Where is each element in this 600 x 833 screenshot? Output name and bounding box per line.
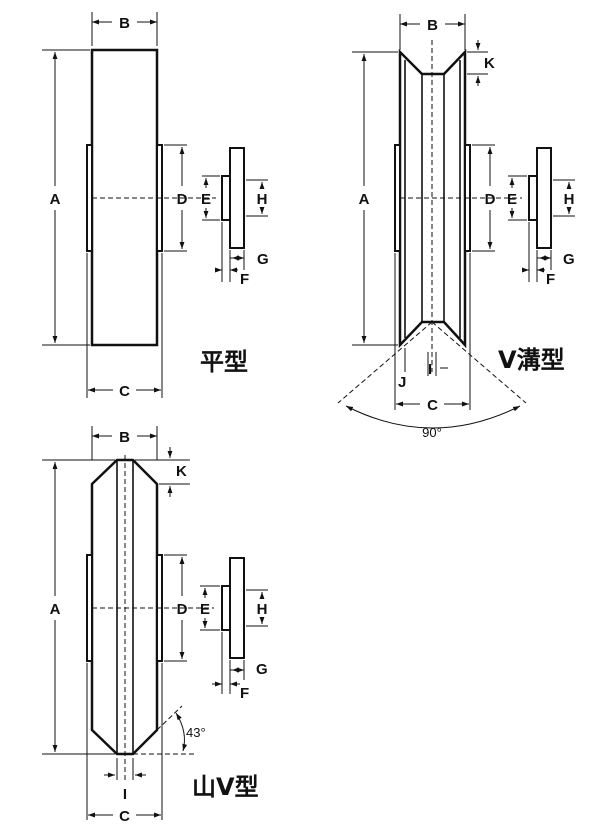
vgroove-label-i: I — [428, 361, 432, 378]
vgroove-label-d: D — [485, 191, 496, 208]
mountain-v-wheel-figure: B K A D 43° — [42, 426, 268, 825]
flat-type-title: 平型 — [200, 348, 248, 376]
flat-bearing-inner — [221, 175, 231, 221]
v-groove-wheel-figure: B K A D 90° — [337, 14, 575, 440]
vgroove-label-h: H — [564, 191, 575, 208]
flat-label-g: G — [257, 251, 269, 268]
vgroove-label-f: F — [546, 271, 555, 288]
flat-label-a: A — [50, 191, 61, 208]
vgroove-label-j: J — [398, 374, 406, 391]
mountainv-bearing-inner — [221, 585, 231, 631]
vgroove-label-k: K — [484, 55, 495, 72]
vgroove-label-c: C — [427, 397, 438, 414]
flat-label-f: F — [240, 271, 249, 288]
vgroove-label-a: A — [359, 191, 370, 208]
flat-label-b: B — [119, 15, 130, 32]
vgroove-label-e: E — [507, 191, 517, 208]
mountainv-label-b: B — [119, 429, 130, 446]
mountainv-type-title: 山V型 — [192, 773, 259, 801]
vgroove-bearing-inner — [528, 175, 538, 221]
flat-bearing-outer — [229, 147, 245, 249]
vgroove-label-g: G — [563, 251, 575, 268]
mountainv-label-a: A — [50, 601, 61, 618]
mountainv-bearing-outer — [229, 557, 245, 659]
mountainv-label-g: G — [256, 661, 268, 678]
flat-label-h: H — [257, 191, 268, 208]
flat-label-d: D — [177, 191, 188, 208]
mountainv-label-e: E — [200, 601, 210, 618]
vgroove-angle-label: 90° — [422, 425, 442, 440]
mountainv-label-i: I — [123, 786, 127, 803]
mountainv-angle-label: 43° — [186, 725, 206, 740]
vgroove-label-b: B — [427, 17, 438, 34]
mountainv-label-h: H — [257, 601, 268, 618]
mountainv-label-k: K — [176, 463, 187, 480]
flat-label-c: C — [119, 383, 130, 400]
flat-wheel-figure: B A D C E — [42, 12, 269, 400]
vgroove-bearing-outer — [536, 147, 552, 249]
vgroove-type-title: V溝型 — [498, 346, 565, 374]
mountainv-label-f: F — [240, 685, 249, 702]
flat-label-e: E — [201, 191, 211, 208]
mountainv-label-c: C — [119, 808, 130, 825]
mountainv-label-d: D — [177, 601, 188, 618]
